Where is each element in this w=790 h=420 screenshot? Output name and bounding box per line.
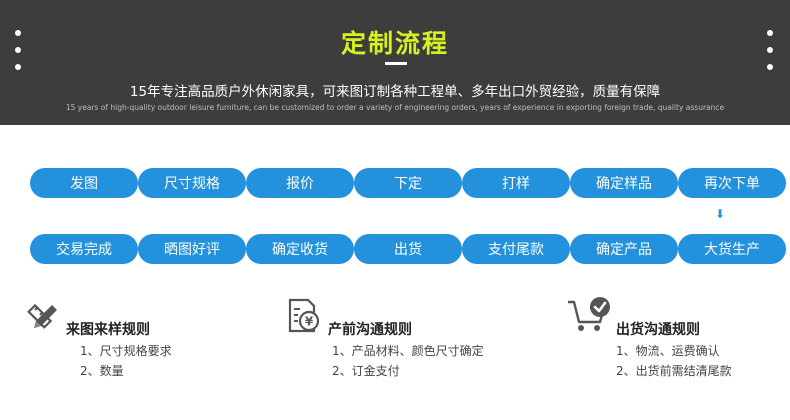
arrow-left-icon: ⬅	[553, 243, 563, 256]
rule-item: 1、物流、运费确认	[616, 344, 720, 358]
document-yen-icon: ¥	[288, 298, 320, 333]
decorative-dots-left	[14, 30, 22, 81]
rule-item: 2、出货前需结清尾款	[616, 364, 732, 378]
flow-step-pay-balance: 支付尾款	[462, 234, 570, 264]
flow-step-confirm-receipt: 确定收货	[246, 234, 354, 264]
rule-item: 1、尺寸规格要求	[80, 344, 172, 358]
flow-step-confirm-sample: 确定样品	[570, 168, 678, 198]
rule-title-drawing-sample: 来图来样规则	[66, 322, 150, 338]
rule-item: 2、数量	[80, 364, 124, 378]
arrow-left-icon: ⬅	[661, 243, 671, 256]
flow-step-photo-review: 晒图好评	[138, 234, 246, 264]
title-underline	[385, 62, 407, 65]
rule-title-shipping: 出货沟通规则	[616, 322, 700, 338]
flow-step-place-deposit: 下定	[354, 168, 462, 198]
page-subtitle: 15年专注高品质户外休闲家具，可来图订制各种工程单、多年出口外贸经验，质量有保障	[129, 84, 661, 100]
arrow-left-icon: ⬅	[337, 243, 347, 256]
header-banner: 定制流程 15年专注高品质户外休闲家具，可来图订制各种工程单、多年出口外贸经验，…	[0, 0, 790, 125]
flow-step-mass-production: 大货生产	[678, 234, 786, 264]
page-title: 定制流程	[340, 29, 449, 58]
decorative-dots-right	[766, 30, 774, 81]
rule-item: 1、产品材料、颜色尺寸确定	[332, 344, 484, 358]
cart-check-icon	[568, 297, 610, 331]
arrow-right-icon: ➜	[121, 177, 131, 190]
arrow-right-icon: ➜	[229, 177, 239, 190]
flow-step-send-drawing: 发图	[30, 168, 138, 198]
flow-step-confirm-product: 确定产品	[570, 234, 678, 264]
rule-title-pre-production: 产前沟通规则	[328, 322, 412, 338]
rule-item: 2、订金支付	[332, 364, 400, 378]
svg-text:¥: ¥	[305, 315, 314, 329]
flow-step-ship: 出货	[354, 234, 462, 264]
arrow-left-icon: ⬅	[229, 243, 239, 256]
arrow-left-icon: ⬅	[121, 243, 131, 256]
arrow-right-icon: ➜	[661, 177, 671, 190]
pencil-ruler-icon	[27, 303, 57, 329]
arrow-down-icon: ⬇	[715, 207, 726, 221]
flow-step-sampling: 打样	[462, 168, 570, 198]
arrow-left-icon: ⬅	[445, 243, 455, 256]
flow-step-reorder: 再次下单	[678, 168, 786, 198]
arrow-right-icon: ➜	[553, 177, 563, 190]
page-subtitle-english: 15 years of high-quality outdoor leisure…	[65, 103, 725, 112]
flow-step-quote: 报价	[246, 168, 354, 198]
flow-step-size-spec: 尺寸规格	[138, 168, 246, 198]
arrow-right-icon: ➜	[337, 177, 347, 190]
flow-step-deal-complete: 交易完成	[30, 234, 138, 264]
arrow-right-icon: ➜	[445, 177, 455, 190]
